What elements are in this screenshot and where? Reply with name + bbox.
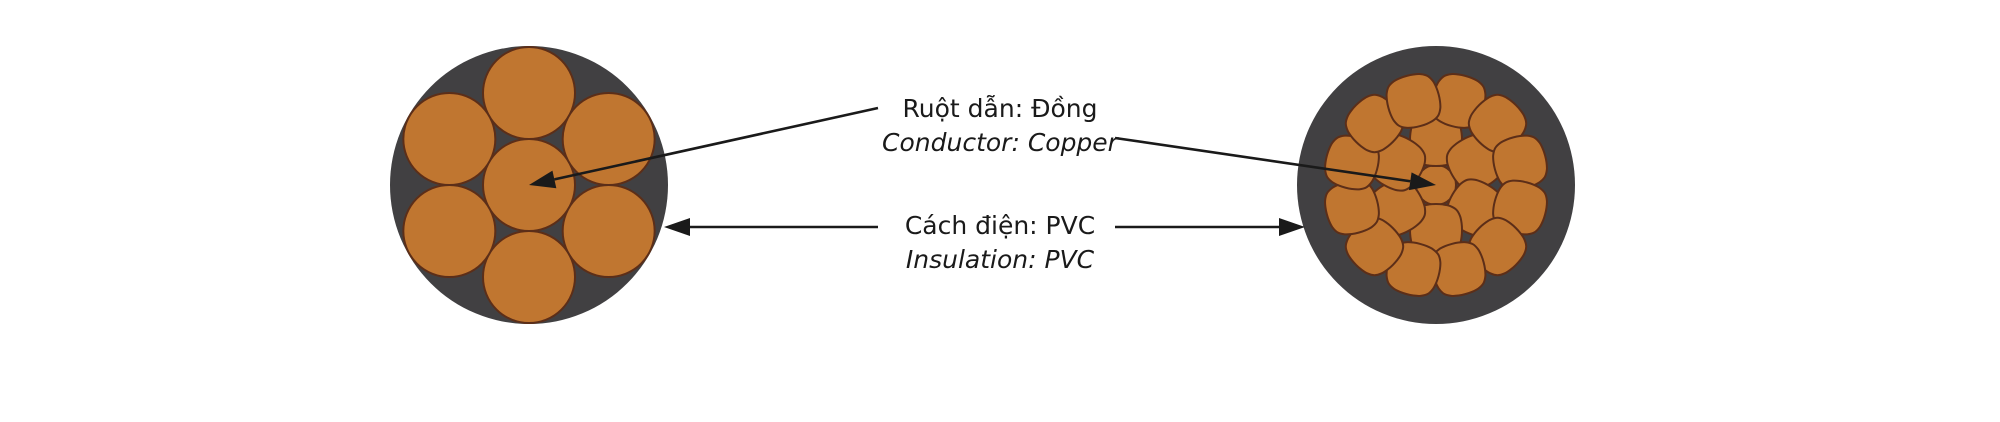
copper-strand: [1385, 73, 1442, 129]
copper-strand: [482, 46, 576, 140]
label-insulation-vietnamese: Cách điện: PVC: [905, 211, 1095, 240]
copper-strand: [482, 230, 576, 324]
insulation-leader-left-arrowhead: [664, 218, 690, 236]
copper-strand: [561, 92, 656, 186]
label-conductor-vietnamese: Ruột dẫn: Đồng: [903, 94, 1098, 123]
conductor-leader-left-line: [554, 106, 879, 181]
leader-lines: [529, 106, 1436, 236]
conductor-leader-right-arrowhead: [1408, 172, 1436, 191]
conductor-leader-right-line: [1114, 136, 1411, 183]
label-conductor-english: Conductor: Copper: [882, 128, 1120, 157]
conductor-leader-left-arrowhead: [529, 170, 557, 189]
copper-strand: [402, 184, 497, 278]
copper-strand: [402, 92, 497, 186]
label-insulation-english: Insulation: PVC: [906, 245, 1095, 274]
copper-strand: [561, 184, 656, 278]
cable-cross-section-left: [390, 46, 668, 324]
insulation-leader-right-arrowhead: [1279, 218, 1305, 236]
